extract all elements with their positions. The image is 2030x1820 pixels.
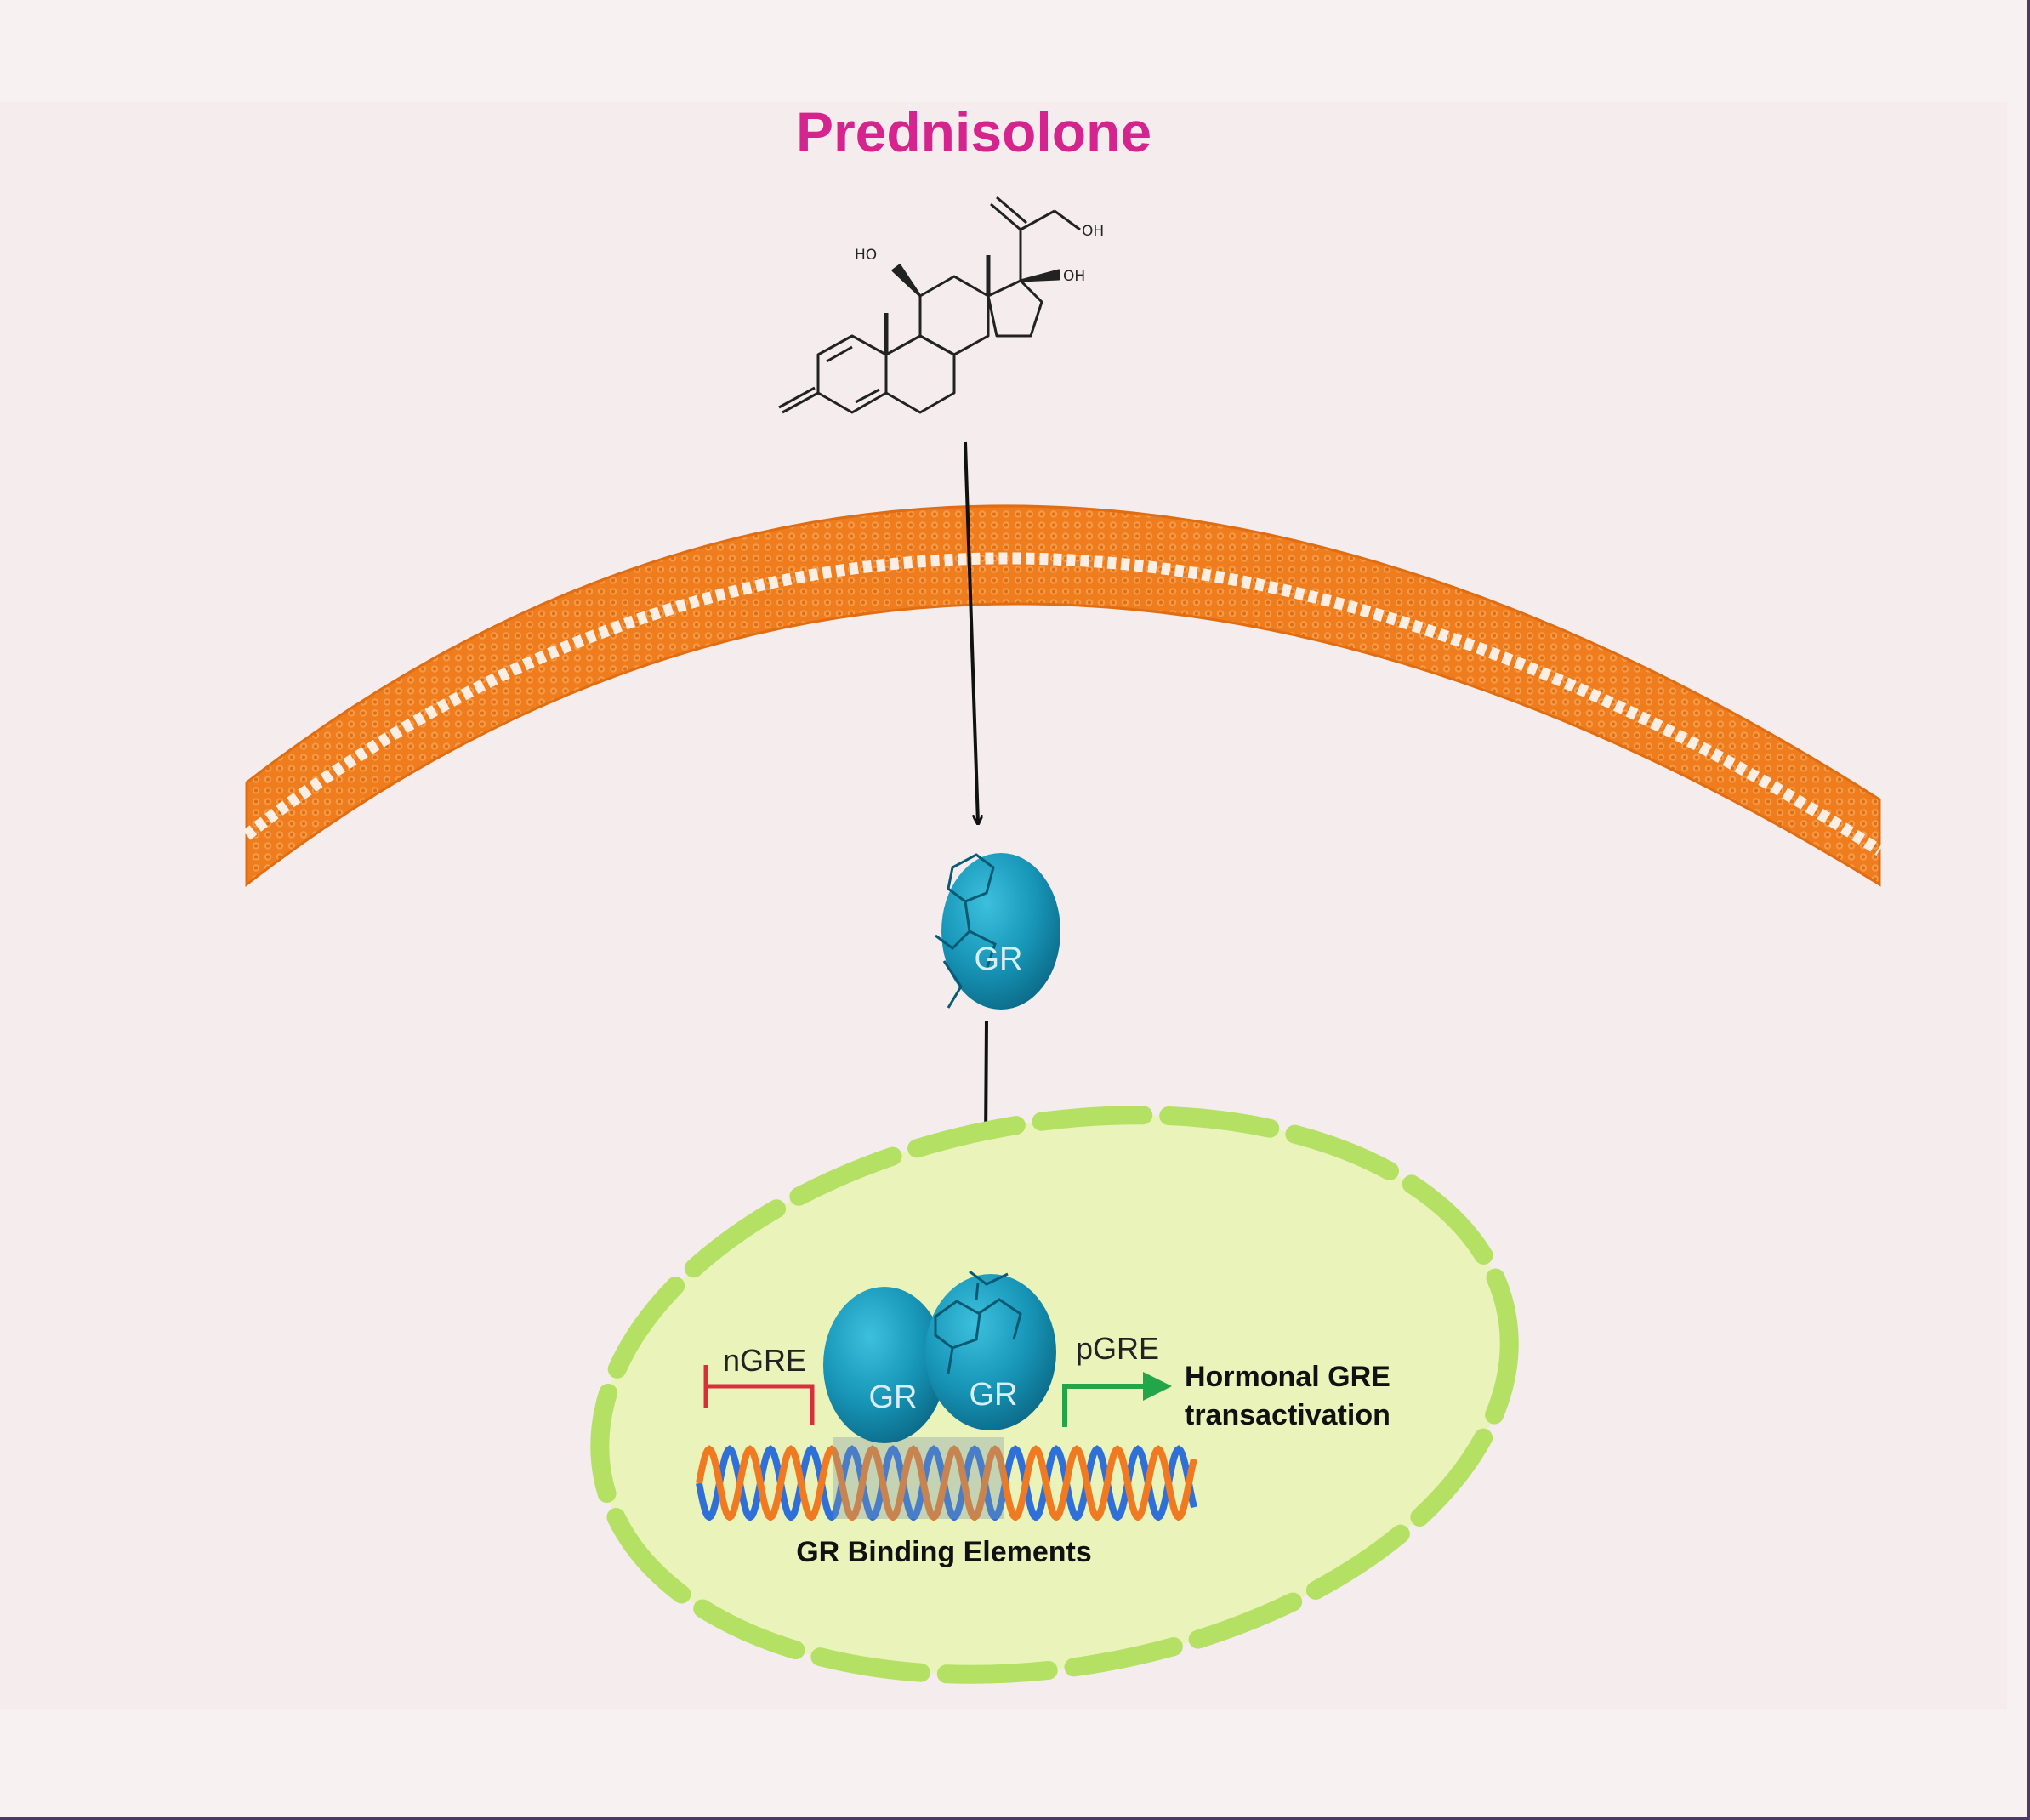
prednisolone-structure-icon [778, 196, 1081, 414]
nuclear-envelope [590, 1106, 1519, 1684]
cytoplasmic-gr: GR [935, 853, 1060, 1010]
outcome-label-line1: Hormonal GRE [1185, 1361, 1390, 1393]
bound-ligand-icon [934, 1270, 1022, 1374]
receptor-shadow [833, 1437, 1004, 1519]
ngre-label: nGRE [723, 1343, 806, 1378]
hydroxyl-label: OH [1082, 223, 1104, 240]
nucleus [590, 1106, 1519, 1684]
bound-ligand-icon [935, 853, 997, 1009]
cell-membrane [242, 504, 1883, 888]
gr-label: GR [975, 941, 1023, 977]
hydroxyl-label: HO [855, 247, 877, 264]
gr-label: GR [970, 1377, 1018, 1413]
outcome-label-line2: transactivation [1185, 1399, 1390, 1431]
gr-dimer: GR GR [823, 1270, 1056, 1443]
entry-arrow [964, 441, 978, 823]
pgre-activation-arrow [1062, 1372, 1172, 1427]
dna-caption: GR Binding Elements [796, 1536, 1092, 1568]
hydroxyl-label: OH [1063, 268, 1085, 285]
drug-title: Prednisolone [796, 100, 1151, 163]
gr-label: GR [869, 1379, 918, 1415]
dna-strand [696, 1445, 1197, 1521]
ngre-repression-marker [703, 1365, 815, 1425]
pgre-label: pGRE [1076, 1331, 1159, 1366]
dna-helix [696, 1445, 1197, 1521]
